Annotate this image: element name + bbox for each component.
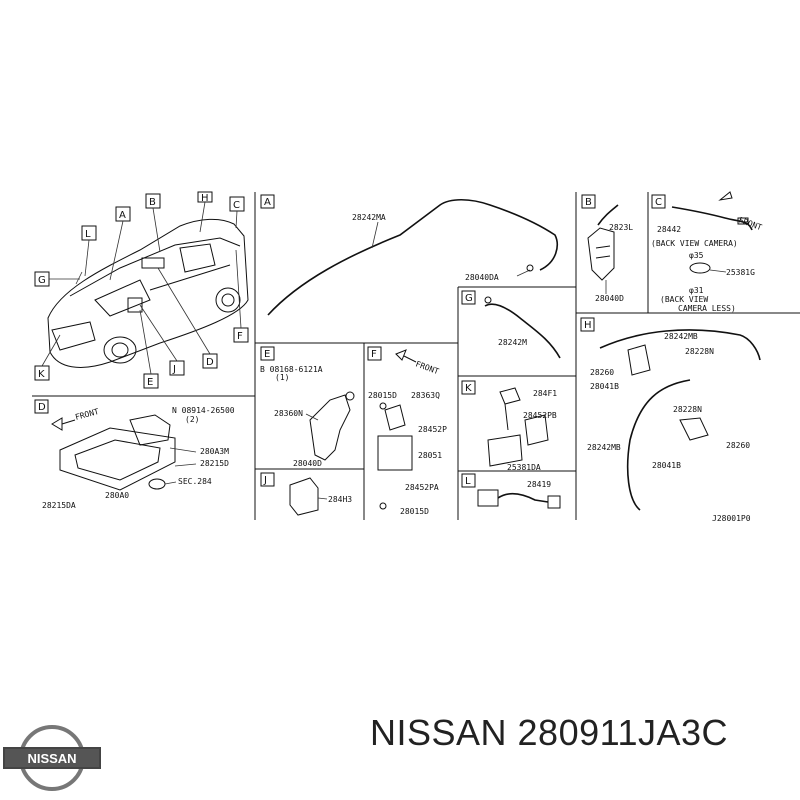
label-28040d-e: 28040D	[293, 459, 322, 468]
label-28260-bottom: 28260	[726, 441, 750, 450]
label-back-view-camera: (BACK VIEW CAMERA)	[651, 239, 738, 248]
callout-j: J	[172, 364, 176, 375]
section-e-letter: E	[264, 349, 270, 360]
label-qty-2: (2)	[185, 415, 199, 424]
label-28242mb-bottom: 28242MB	[587, 443, 621, 452]
section-k: K 284F1 28452PB 25381DA	[461, 380, 557, 472]
section-a-letter: A	[264, 197, 271, 208]
label-28242mb-top: 28242MB	[664, 332, 698, 341]
label-28360n: 28360N	[274, 409, 303, 418]
nissan-logo: NISSAN	[3, 725, 101, 791]
label-28228n-top: 28228N	[685, 347, 714, 356]
label-280a0: 280A0	[105, 491, 129, 500]
section-a: A 28242MA 28040DA	[260, 194, 558, 316]
label-front-d: FRONT	[74, 407, 100, 422]
section-e: E B 08168-6121A (1) 28360N 28040D	[260, 346, 355, 468]
label-28215da: 28215DA	[42, 501, 76, 510]
panel-grid	[32, 192, 800, 520]
label-28363q: 28363Q	[411, 391, 440, 400]
vehicle-overview	[47, 218, 249, 368]
section-k-letter: K	[465, 383, 472, 394]
label-28419: 28419	[527, 480, 551, 489]
label-28215d: 28215D	[200, 459, 229, 468]
section-h-letter: H	[584, 320, 592, 331]
section-h: H 28242MB 28228N 28260 28041B 28228N 282…	[580, 317, 761, 523]
section-g-letter: G	[465, 293, 473, 304]
callout-g: G	[38, 275, 46, 286]
section-d: D FRONT N 08914-26500 (2) 280A3M 28215D …	[34, 399, 235, 510]
logo-text: NISSAN	[27, 751, 76, 766]
label-phi35: φ35	[689, 251, 704, 260]
callout-a: A	[119, 210, 126, 221]
callout-c: C	[233, 200, 240, 211]
part-number-title: NISSAN 280911JA3C	[370, 712, 729, 753]
section-c: C FRONT 28442 (BACK VIEW CAMERA) φ35 253…	[651, 191, 763, 313]
section-j-letter: J	[263, 475, 267, 486]
section-l-letter: L	[465, 476, 471, 487]
label-28452pa: 28452PA	[405, 483, 439, 492]
label-front-f: FRONT	[414, 359, 440, 376]
label-284h3: 284H3	[328, 495, 352, 504]
label-28040d-b: 28040D	[595, 294, 624, 303]
label-25381da: 25381DA	[507, 463, 541, 472]
label-28040da: 28040DA	[465, 273, 499, 282]
label-28015d-bottom: 28015D	[400, 507, 429, 516]
section-j: J 284H3	[260, 472, 352, 516]
section-g: G 28242M	[461, 290, 561, 359]
callout-f: F	[237, 331, 243, 342]
callout-b: B	[149, 197, 156, 208]
label-28041b-top: 28041B	[590, 382, 619, 391]
label-28452pb: 28452PB	[523, 411, 557, 420]
label-28242ma: 28242MA	[352, 213, 386, 222]
callout-h: H	[201, 193, 209, 204]
overview-callouts: A B H C L G F K E J D	[34, 191, 249, 389]
label-28442: 28442	[657, 225, 681, 234]
label-28041b-bottom: 28041B	[652, 461, 681, 470]
label-qty-1: (1)	[275, 373, 289, 382]
label-28242m: 28242M	[498, 338, 527, 347]
label-28228n-bottom: 28228N	[673, 405, 702, 414]
label-28260-top: 28260	[590, 368, 614, 377]
section-l: L 28419	[461, 473, 561, 509]
section-c-letter: C	[655, 197, 662, 208]
label-28051: 28051	[418, 451, 442, 460]
callout-e: E	[147, 377, 153, 388]
label-back-view: (BACK VIEW	[660, 295, 708, 304]
callout-l: L	[85, 229, 91, 240]
label-28452p: 28452P	[418, 425, 447, 434]
section-f-letter: F	[371, 349, 377, 360]
label-sec-284: SEC.284	[178, 477, 212, 486]
label-25381g: 25381G	[726, 268, 755, 277]
label-280a3m: 280A3M	[200, 447, 229, 456]
label-camera-less: CAMERA LESS)	[678, 304, 736, 313]
label-28015d-top: 28015D	[368, 391, 397, 400]
section-b: B 2823L 28040D	[581, 194, 633, 303]
label-2823l: 2823L	[609, 223, 633, 232]
label-phi31: φ31	[689, 286, 704, 295]
label-284f1: 284F1	[533, 389, 557, 398]
diagram-code: J28001P0	[712, 514, 751, 523]
section-d-letter: D	[38, 402, 46, 413]
section-b-letter: B	[585, 197, 592, 208]
label-08168-6121a: B 08168-6121A	[260, 365, 323, 374]
label-08914-26500: N 08914-26500	[172, 406, 235, 415]
callout-k: K	[38, 369, 45, 380]
callout-d: D	[206, 357, 214, 368]
section-f: F FRONT 28015D 28363Q 28452P 28051 28452…	[367, 346, 447, 516]
